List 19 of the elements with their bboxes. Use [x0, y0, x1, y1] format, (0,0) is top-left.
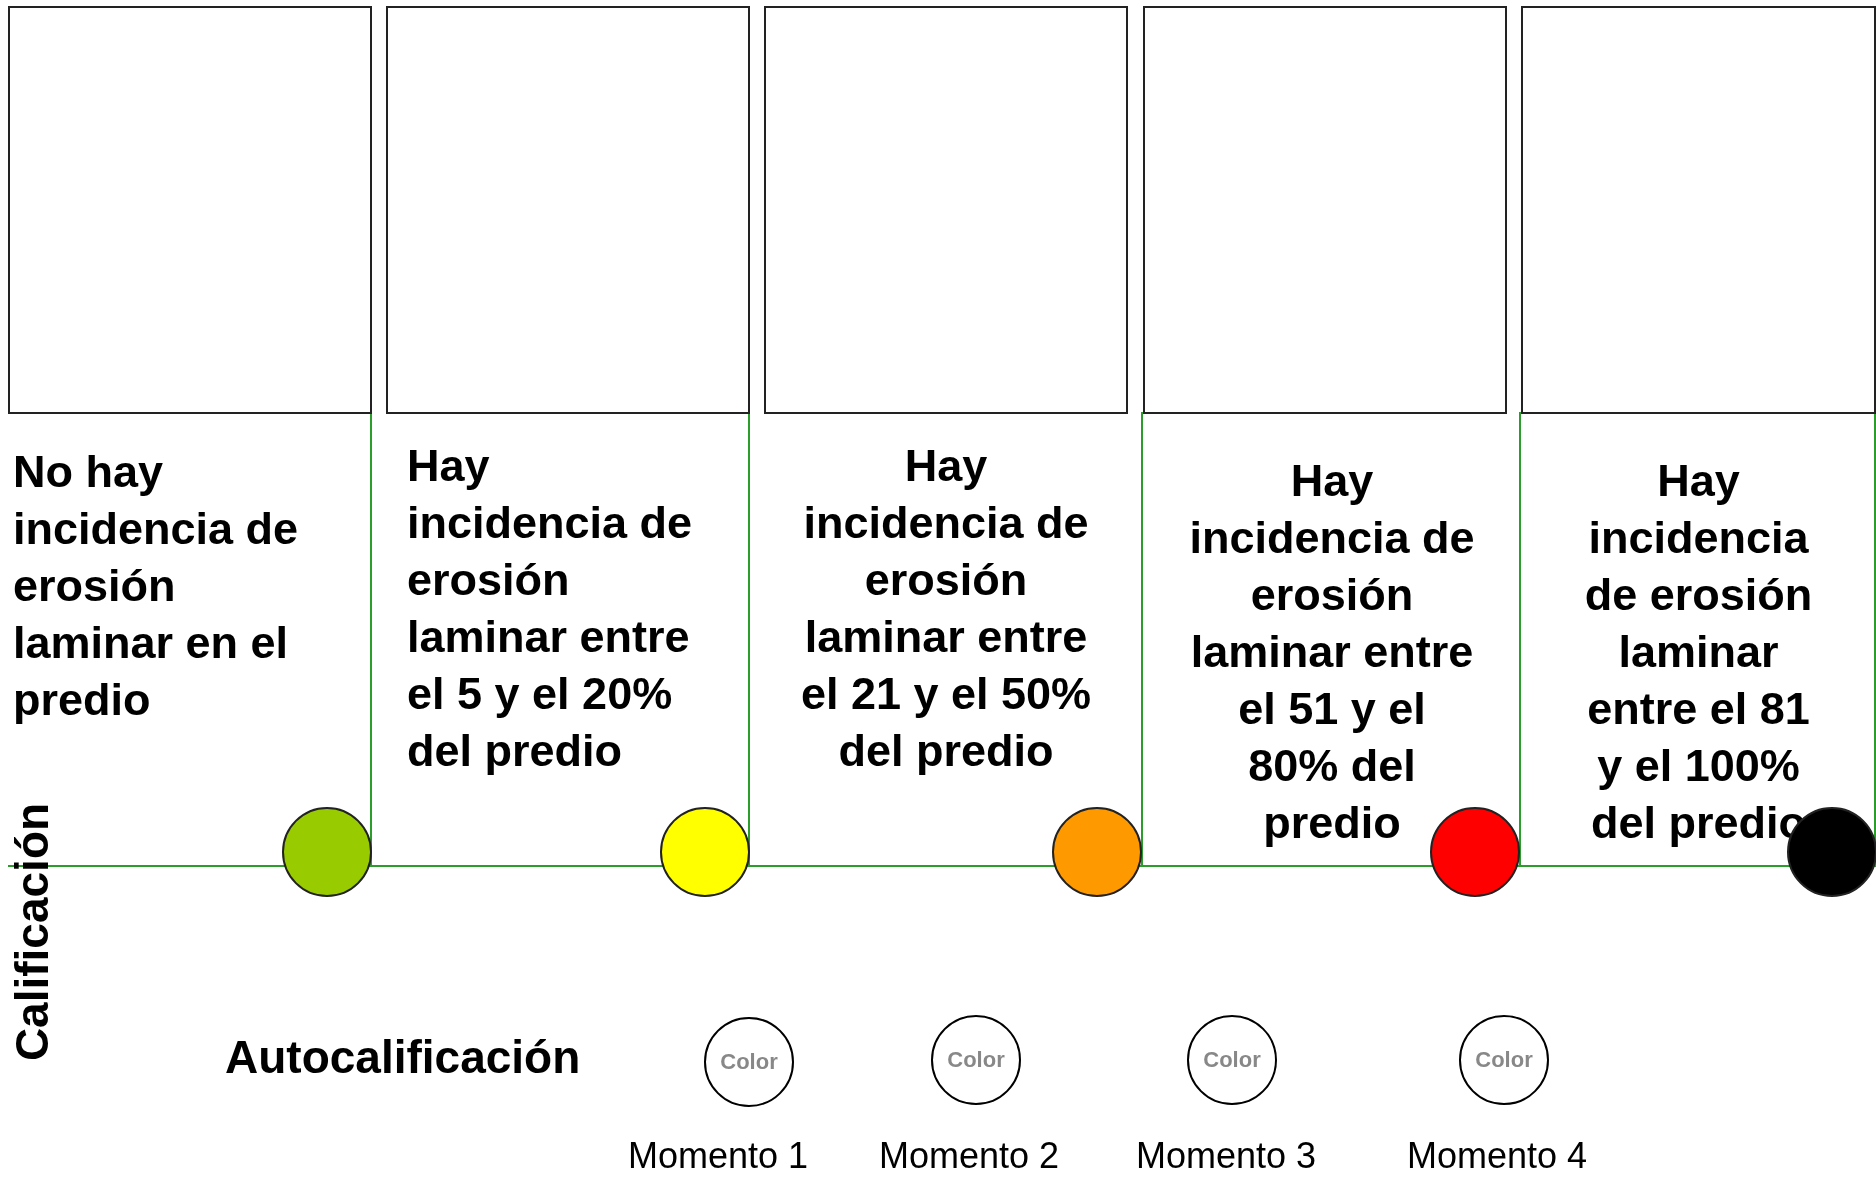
- picture-frame: [386, 6, 750, 414]
- moment-label: Momento 3: [1135, 1135, 1317, 1177]
- circle-label: Color: [1475, 1047, 1533, 1073]
- circle-label: Color: [1203, 1047, 1261, 1073]
- description-text: Hay incidencia de erosión laminar entre el 21 y el 50% del predio: [799, 439, 1093, 778]
- description-text: Hay incidencia de erosión laminar entre el 5 y el 20% del predio: [407, 439, 694, 778]
- picture-frame: [1521, 6, 1876, 414]
- picture-frame: [1143, 6, 1507, 414]
- picture-frame: [8, 6, 372, 414]
- moment-label: Momento 4: [1406, 1135, 1588, 1177]
- description-text: No hay incidencia de erosión laminar en el predio: [13, 445, 300, 727]
- circle-label: Color: [947, 1047, 1005, 1073]
- axis-title: Calificación: [5, 801, 59, 1064]
- row-title: Autocalificación: [225, 1030, 581, 1084]
- circle-label: Color: [720, 1049, 778, 1075]
- description-text: Hay incidencia de erosión laminar entre el 51 y el 80% del predio: [1189, 454, 1475, 850]
- picture-frame: [764, 6, 1128, 414]
- moment-label: Momento 2: [878, 1135, 1060, 1177]
- moment-label: Momento 1: [627, 1135, 809, 1177]
